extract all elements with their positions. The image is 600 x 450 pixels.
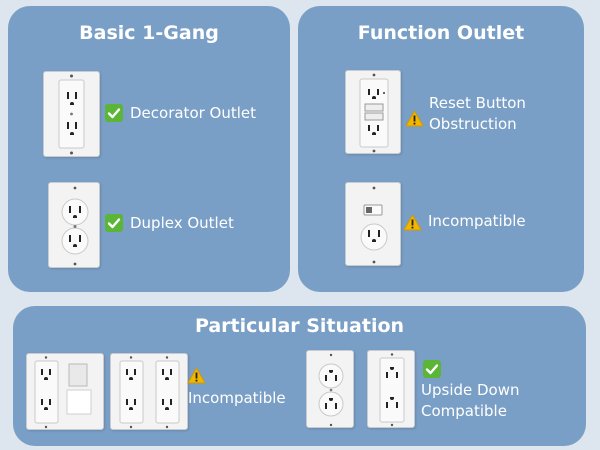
panel-title: Function Outlet [357,22,525,44]
panel-basic-1-gang: Basic 1-Gang Decorator Outlet [8,6,290,292]
switch-outlet-combo-image [345,182,401,266]
decorator-outlet-image [43,71,100,157]
upside-down-label-line1: Upside Down [421,381,520,399]
check-icon [105,214,123,232]
panel-particular-situation: Particular Situation [13,306,586,446]
duplex-outlet-label: Duplex Outlet [130,214,234,232]
warning-icon [403,214,422,231]
incompatible-label: Incompatible [428,212,526,230]
warning-icon [187,367,206,384]
decorator-outlet-label: Decorator Outlet [130,104,257,122]
two-gang-decorator-image [110,353,188,430]
warning-icon [405,110,424,127]
two-gang-decorator-blank-image [26,353,104,430]
panel-title: Particular Situation [194,315,405,337]
gfci-outlet-image [345,70,401,154]
duplex-outlet-image [48,182,100,268]
reset-button-label-line2: Obstruction [429,115,517,133]
incompatible-label: Incompatible [188,389,286,407]
duplex-upside-down-image [306,350,354,428]
upside-down-label-line2: Compatible [421,402,507,420]
panel-title: Basic 1-Gang [79,22,219,44]
reset-button-label-line1: Reset Button [429,94,526,112]
check-icon [423,360,441,378]
decorator-upside-down-image [367,350,415,428]
check-icon [105,104,123,122]
panel-function-outlet: Function Outlet Reset Button Obstruction [298,6,584,292]
